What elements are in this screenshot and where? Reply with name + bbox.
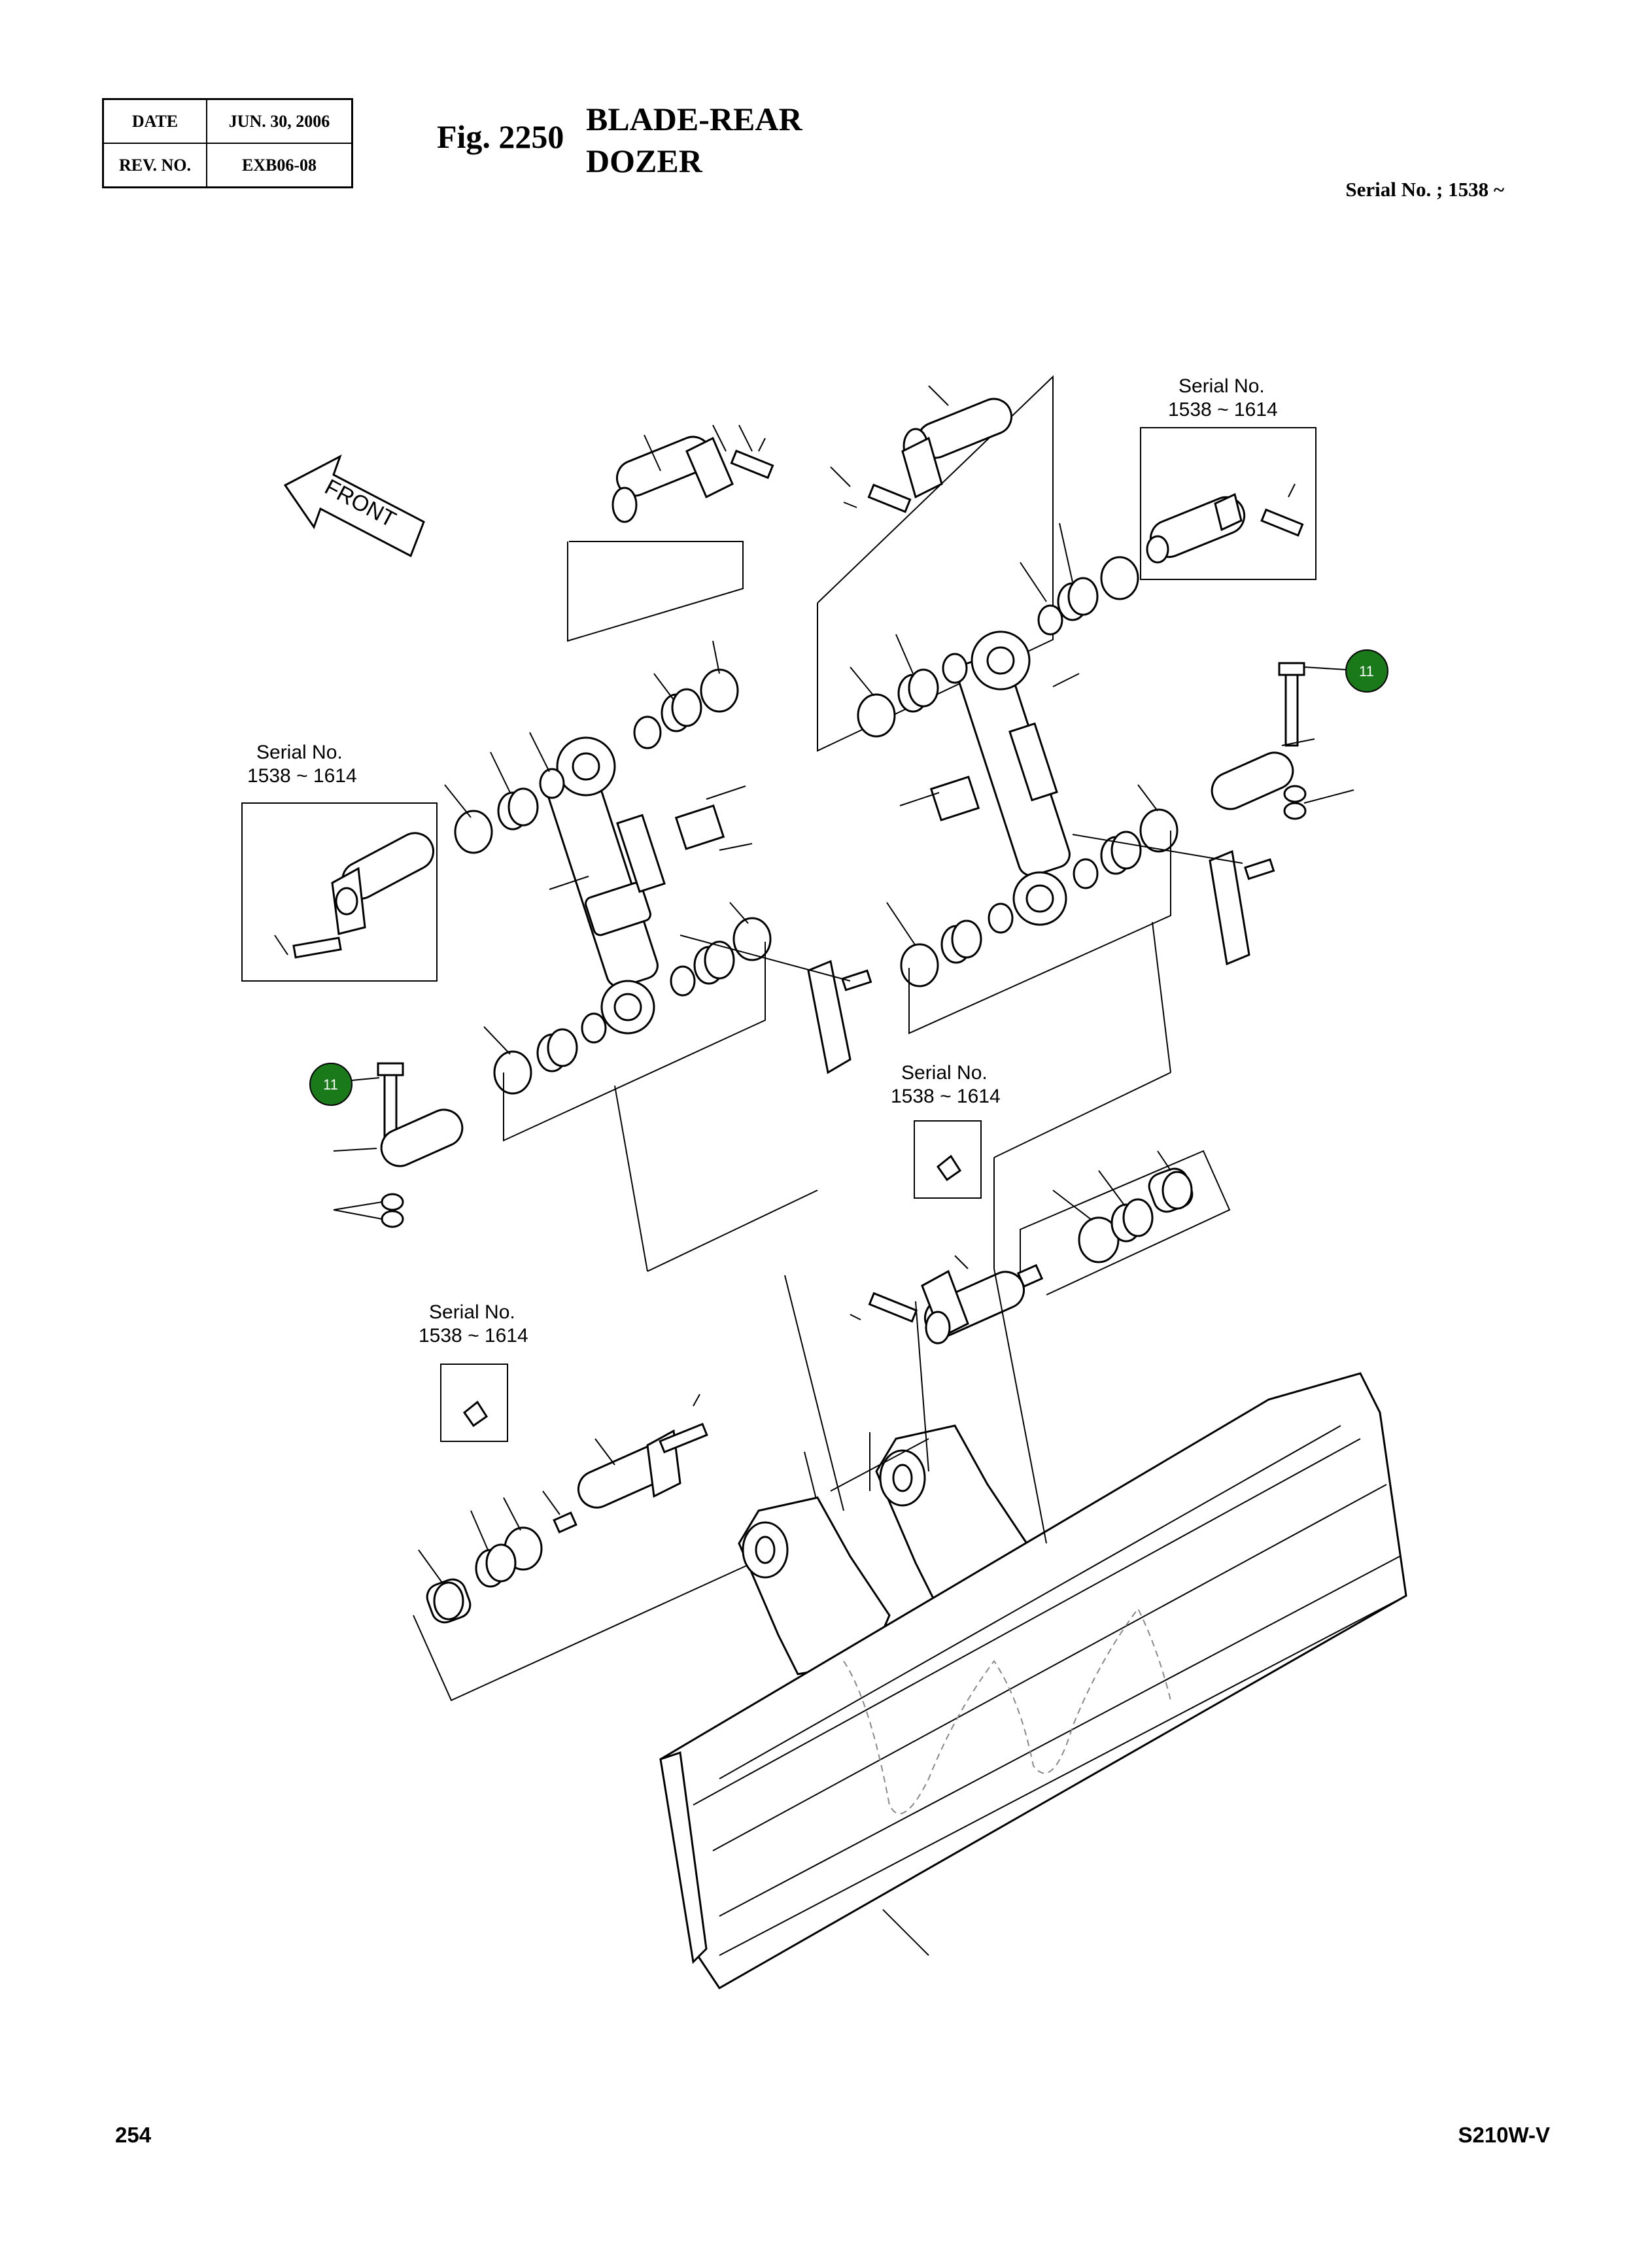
callout-11-right-text: 11 (1359, 663, 1374, 679)
left-pivot-pin-group (413, 1394, 825, 1702)
page-number: 254 (115, 2123, 152, 2147)
date-value: JUN. 30, 2006 (206, 98, 353, 144)
figure-number: Fig. 2250 (437, 118, 564, 155)
right-cylinder-assembly (817, 375, 1354, 1269)
serial-box-middle: Serial No. 1538 ~ 1614 (891, 1062, 1001, 1199)
figure-title-line2: DOZER (586, 143, 702, 179)
connection-lines (784, 1268, 1047, 1544)
figure-title: BLADE-REAR DOZER (586, 98, 802, 182)
dozer-blade (659, 1372, 1407, 1989)
callout-11-left: 11 (309, 1062, 464, 1228)
rev-value: EXB06-08 (206, 143, 353, 188)
serial-box-left-range: 1538 ~ 1614 (247, 765, 357, 787)
serial-box-lower-left-label: Serial No. (429, 1301, 515, 1323)
serial-box-lower-left-range: 1538 ~ 1614 (419, 1325, 528, 1347)
right-pivot-pin-group (850, 1150, 1231, 1345)
serial-box-middle-label: Serial No. (901, 1062, 988, 1084)
serial-box-middle-range: 1538 ~ 1614 (891, 1086, 1001, 1107)
serial-box-left-label: Serial No. (256, 742, 343, 763)
serial-box-top-right: Serial No. 1538 ~ 1614 (1140, 375, 1316, 580)
front-arrow: FRONT (283, 454, 425, 558)
serial-box-top-right-range: 1538 ~ 1614 (1168, 399, 1278, 421)
serial-box-top-right-label: Serial No. (1179, 375, 1265, 397)
rev-label: REV. NO. (102, 143, 207, 188)
revision-table: DATE JUN. 30, 2006 REV. NO. EXB06-08 (102, 98, 353, 188)
serial-box-left: Serial No. 1538 ~ 1614 (241, 742, 438, 982)
callout-11-left-text: 11 (323, 1076, 338, 1093)
figure-title-line1: BLADE-REAR (586, 101, 802, 137)
date-label: DATE (102, 98, 207, 144)
serial-range: Serial No. ; 1538 ~ (1345, 178, 1504, 201)
serial-box-lower-left: Serial No. 1538 ~ 1614 (419, 1301, 528, 1442)
callout-11-right: 11 (1303, 649, 1388, 693)
model-name: S210W-V (1458, 2123, 1550, 2147)
left-cylinder-assembly (444, 424, 872, 1272)
front-label: FRONT (320, 475, 400, 533)
